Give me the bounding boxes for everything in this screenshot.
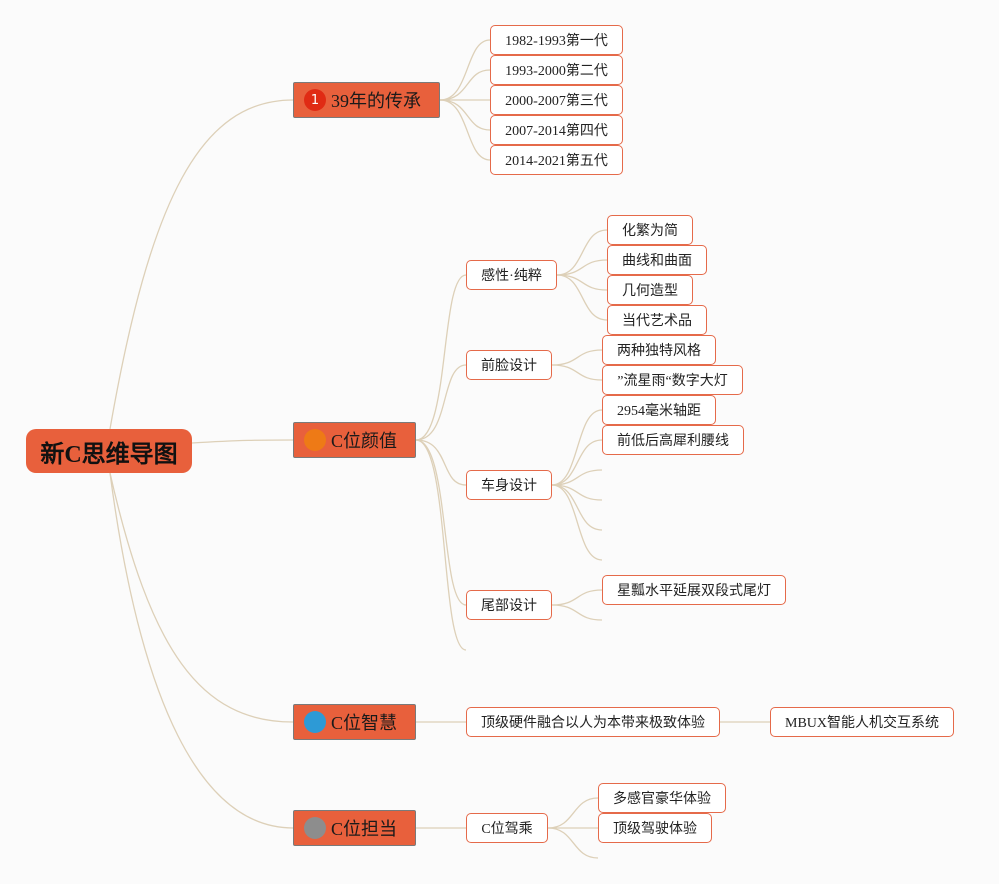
node-label: 化繁为简 [622,224,678,239]
node-generation-4[interactable]: 2007-2014第四代 [490,115,623,145]
number-4-icon [304,817,326,839]
number-3-icon [304,711,326,733]
link-root-branch-3 [109,472,294,723]
node-label: 1993-2000第二代 [505,64,608,79]
node-two-styles[interactable]: 两种独特风格 [602,335,716,365]
node-mbux-system[interactable]: MBUX智能人机交互系统 [770,707,954,737]
node-contemporary-art[interactable]: 当代艺术品 [607,305,707,335]
link-root-branch-2 [191,439,294,444]
node-multisensory-luxury[interactable]: 多感官豪华体验 [598,783,726,813]
number-1-icon: 1 [304,89,326,111]
node-top-driving[interactable]: 顶级驾驶体验 [598,813,712,843]
node-c-ride[interactable]: C位驾乘 [466,813,548,843]
branch-c-position-responsibility[interactable]: C位担当 [293,810,416,846]
node-label: 2014-2021第五代 [505,154,608,169]
node-label: 两种独特风格 [617,344,701,359]
branch-label: C位智慧 [331,713,398,733]
node-label: 1982-1993第一代 [505,34,608,49]
node-top-hardware[interactable]: 顶级硬件融合以人为本带来极致体验 [466,707,720,737]
node-tail-lights[interactable]: 星瓢水平延展双段式尾灯 [602,575,786,605]
node-label: ”流星雨“数字大灯 [617,374,728,389]
node-label: 几何造型 [622,284,678,299]
branch-label: 39年的传承 [331,91,421,111]
node-label: 2000-2007第三代 [505,94,608,109]
branch-c-position-wisdom[interactable]: C位智慧 [293,704,416,740]
node-label: 曲线和曲面 [622,254,692,269]
link-root-branch-1 [109,99,294,430]
node-rear-design[interactable]: 尾部设计 [466,590,552,620]
node-label: MBUX智能人机交互系统 [785,716,940,731]
node-label: 前低后高犀利腰线 [617,434,729,449]
root-label: 新C思维导图 [40,441,178,468]
branch-label: C位担当 [331,819,398,839]
node-label: 尾部设计 [481,599,537,614]
node-label: 顶级驾驶体验 [613,822,697,837]
node-generation-2[interactable]: 1993-2000第二代 [490,55,623,85]
node-generation-1[interactable]: 1982-1993第一代 [490,25,623,55]
node-wheelbase[interactable]: 2954毫米轴距 [602,395,716,425]
node-meteor-headlights[interactable]: ”流星雨“数字大灯 [602,365,743,395]
node-front-design[interactable]: 前脸设计 [466,350,552,380]
node-sensual-purity[interactable]: 感性·纯粹 [466,260,557,290]
node-label: C位驾乘 [481,822,533,837]
node-simplify[interactable]: 化繁为简 [607,215,693,245]
branch-label: C位颜值 [331,431,398,451]
branch-c-position-looks[interactable]: C位颜值 [293,422,416,458]
node-label: 顶级硬件融合以人为本带来极致体验 [481,716,705,731]
node-label: 多感官豪华体验 [613,792,711,807]
node-label: 前脸设计 [481,359,537,374]
node-curves-surfaces[interactable]: 曲线和曲面 [607,245,707,275]
branch-39-years-legacy[interactable]: 1 39年的传承 [293,82,440,118]
node-body-design[interactable]: 车身设计 [466,470,552,500]
number-2-icon [304,429,326,451]
node-geometric-shape[interactable]: 几何造型 [607,275,693,305]
node-label: 车身设计 [481,479,537,494]
root-node[interactable]: 新C思维导图 [26,429,192,473]
link-root-branch-4 [109,472,294,829]
node-waistline[interactable]: 前低后高犀利腰线 [602,425,744,455]
node-generation-3[interactable]: 2000-2007第三代 [490,85,623,115]
node-label: 感性·纯粹 [481,269,542,284]
node-label: 2007-2014第四代 [505,124,608,139]
node-label: 星瓢水平延展双段式尾灯 [617,584,771,599]
node-generation-5[interactable]: 2014-2021第五代 [490,145,623,175]
node-label: 当代艺术品 [622,314,692,329]
node-label: 2954毫米轴距 [617,404,701,419]
